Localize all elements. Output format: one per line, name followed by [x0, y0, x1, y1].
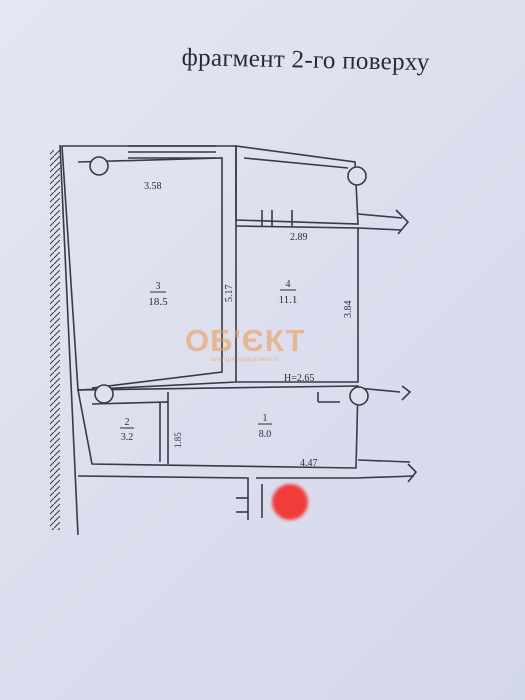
room-4-number: 4: [286, 279, 291, 290]
dim-room-2-length: 1.85: [173, 432, 183, 448]
exterior-wall-hatch: [50, 150, 60, 530]
ceiling-height: H=2.65: [284, 373, 314, 384]
column-top-left: [89, 156, 109, 176]
watermark-tagline: агенція нерухомості: [211, 356, 279, 363]
dim-room-1-width: 4.47: [300, 458, 318, 469]
room-4-outline: [235, 225, 359, 383]
watermark-logo: ОБ'ЄКТ: [185, 323, 306, 358]
room-1-outline: [77, 385, 359, 469]
room-3-inner: [77, 157, 223, 389]
corridor-wall: [77, 475, 249, 520]
dim-room-3-length: 5.17: [224, 285, 235, 303]
room-2-number: 2: [125, 417, 130, 428]
room-3-area: 18.5: [148, 296, 168, 308]
exterior-wall-line: [59, 144, 79, 536]
room-1-area: 8.0: [259, 429, 272, 440]
room-3-number: 3: [156, 281, 161, 292]
location-marker: [272, 484, 308, 520]
dim-room-4-width: 2.89: [290, 232, 308, 243]
column-top-right: [347, 166, 367, 186]
column-mid-right: [349, 386, 369, 406]
balcony-outline: [235, 145, 359, 225]
dim-room-4-length: 3.84: [343, 301, 354, 319]
column-mid-left: [94, 384, 114, 404]
room-4-area: 11.1: [279, 294, 298, 306]
dim-room-3-width: 3.58: [144, 181, 162, 192]
room-2-area: 3.2: [121, 432, 134, 443]
room-1-number: 1: [263, 413, 268, 424]
watermark: ОБ'ЄКТ агенція нерухомості: [185, 323, 345, 373]
